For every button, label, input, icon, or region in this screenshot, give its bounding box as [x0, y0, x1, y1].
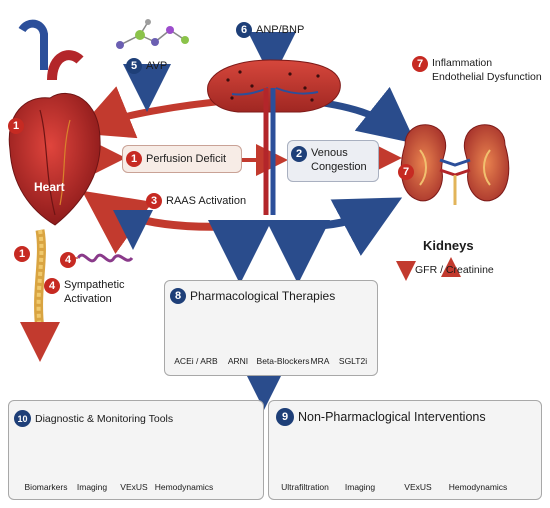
pharm-item-beta-blockers: Beta-Blockers	[256, 356, 310, 366]
venous-badge: 2	[291, 146, 307, 162]
pharm-title-group: 8 Pharmacological Therapies	[170, 288, 335, 304]
nonpharm-item-vexus: VExUS	[404, 482, 432, 492]
nerve-badge: 4	[60, 252, 76, 268]
avp-label-group: 5 AVP	[126, 58, 167, 74]
pharm-item-mra: MRA	[310, 356, 330, 366]
sympathetic-label: Sympathetic	[64, 279, 125, 291]
endothelial-dysfunction-label: Endothelial Dysfunction	[432, 71, 542, 83]
perfusion-deficit-box	[122, 145, 242, 173]
inflammation-label-group: 7 Inflammation Endothelial Dysfunction	[412, 56, 542, 84]
inflammation-badge: 7	[412, 56, 428, 72]
perfusion-deficit-label: Perfusion Deficit	[146, 153, 227, 165]
avp-molecule	[116, 19, 189, 49]
activation-label: Activation	[64, 293, 112, 305]
avp-badge: 5	[126, 58, 142, 74]
perfusion-deficit-label-group: 1 Perfusion Deficit	[126, 151, 226, 167]
nonpharm-title-group: 9 Non-Pharmaclogical Interventions	[276, 408, 486, 426]
sympathetic-small-badge-wrap: 1	[14, 244, 30, 262]
nonpharm-badge: 9	[276, 408, 294, 426]
kidney-badge: 7	[398, 164, 414, 180]
kidneys-organ	[400, 124, 510, 205]
anp-bnp-badge: 6	[236, 22, 252, 38]
diag-item-biomarkers: Biomarkers	[24, 482, 68, 492]
raas-label-group: 3 RAAS Activation	[146, 193, 246, 209]
diag-title-group: 10 Diagnostic & Monitoring Tools	[14, 410, 173, 427]
arc-blue-bottom	[274, 197, 403, 256]
pharm-badge: 8	[170, 288, 186, 304]
pharm-item-acei-arb: ACEi / ARB	[174, 356, 218, 366]
diag-panel	[8, 400, 264, 500]
sympathetic-badge: 4	[44, 278, 60, 294]
diag-badge: 10	[14, 410, 31, 427]
pharm-panel	[164, 280, 378, 376]
sympathetic-small-badge: 1	[14, 246, 30, 262]
raas-badge: 3	[146, 193, 162, 209]
congestion-label: Congestion	[311, 161, 367, 173]
diag-item-vexus: VExUS	[120, 482, 148, 492]
liver-organ	[207, 59, 341, 215]
diag-item-hemodynamics: Hemodynamics	[154, 482, 214, 492]
raas-label: RAAS Activation	[166, 195, 247, 207]
avp-label: AVP	[146, 60, 168, 72]
inflammation-label: Inflammation	[432, 57, 493, 69]
diag-title: Diagnostic & Monitoring Tools	[35, 412, 174, 425]
heart-badge: 1	[8, 118, 24, 134]
heart-organ	[8, 19, 101, 362]
nonpharm-item-imaging: Imaging	[344, 482, 376, 492]
nonpharm-title: Non-Pharmaclogical Interventions	[298, 410, 486, 424]
anp-bnp-label-group: 6 ANP/BNP	[236, 22, 304, 38]
heart-label: Heart	[34, 180, 65, 194]
diag-item-imaging: Imaging	[76, 482, 108, 492]
kidney-badge-wrap: 7	[398, 162, 414, 180]
venous-congestion-label-group: 2 Venous Congestion	[291, 146, 367, 174]
pharm-item-sglt2i: SGLT2i	[338, 356, 368, 366]
pharm-title: Pharmacological Therapies	[190, 289, 336, 303]
anp-bnp-label: ANP/BNP	[256, 24, 305, 36]
gfr-creatinine-label: GFR / Creatinine	[415, 264, 494, 276]
kidneys-label: Kidneys	[423, 238, 474, 253]
nonpharm-panel	[268, 400, 542, 500]
nonpharm-item-hemodynamics: Hemodynamics	[448, 482, 508, 492]
arc-red-top	[75, 86, 236, 139]
pharm-item-arni: ARNI	[227, 356, 249, 366]
perfusion-badge: 1	[126, 151, 142, 167]
sympathetic-label-group: 4 Sympathetic Activation	[44, 278, 125, 306]
nonpharm-item-ultrafiltration: Ultrafiltration	[281, 482, 329, 492]
venous-label: Venous	[311, 147, 348, 159]
nerve-badge-wrap: 4	[60, 250, 76, 268]
